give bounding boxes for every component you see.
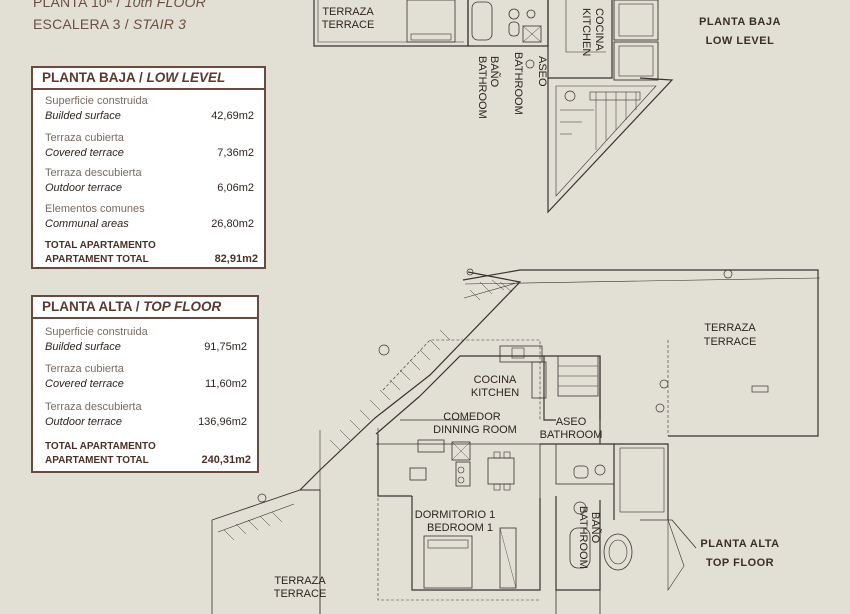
low-level-surface-card: PLANTA BAJA / LOW LEVEL Superficie const… — [31, 66, 266, 269]
room-terraza-bottom-en: TERRACE — [274, 588, 327, 600]
row-value: 7,36m2 — [217, 147, 254, 159]
row-label-es: Terraza descubierta — [45, 401, 142, 413]
row-value: 6,06m2 — [217, 182, 254, 194]
room-bath-low-es: BAÑO — [488, 56, 501, 88]
row-value: 91,75m2 — [204, 341, 247, 353]
low-row-outdoor: Terraza descubierta Outdoor terrace 6,06… — [45, 167, 254, 194]
room-terraza-right-en: TERRACE — [704, 336, 757, 348]
plan-label-en: TOP FLOOR — [705, 557, 775, 569]
room-aseo-en: BATHROOM — [540, 429, 603, 441]
stair-heading: ESCALERA 3 / STAIR 3 — [33, 16, 186, 32]
stair-heading-en: STAIR 3 — [132, 16, 187, 32]
low-level-plan — [313, 0, 674, 214]
row-label-en: Builded surface — [45, 110, 121, 122]
room-terrace-top-en: TERRACE — [322, 19, 375, 31]
top-floor-card-title: PLANTA ALTA / TOP FLOOR — [33, 297, 257, 319]
room-cocina-es: COCINA — [474, 374, 517, 386]
low-level-plan-label: PLANTA BAJA LOW LEVEL — [690, 13, 790, 51]
stair-heading-es: ESCALERA 3 / — [33, 16, 129, 32]
room-bano-es: BAÑO — [589, 512, 602, 544]
room-dormitorio-en: BEDROOM 1 — [427, 522, 493, 534]
row-label-en: Outdoor terrace — [45, 416, 123, 428]
top-total: TOTAL APARTAMENTO APARTAMENT TOTAL 240,3… — [45, 441, 251, 466]
top-title-en: TOP FLOOR — [143, 299, 222, 314]
room-bano-en: BATHROOM — [577, 506, 589, 569]
top-row-outdoor: Terraza descubierta Outdoor terrace 136,… — [45, 401, 247, 428]
room-kitchen-low-en: KITCHEN — [580, 8, 592, 56]
row-label-es: Elementos comunes — [45, 203, 145, 215]
row-value: 26,80m2 — [211, 218, 254, 230]
top-floor-plan-label: PLANTA ALTA TOP FLOOR — [685, 535, 795, 573]
room-terraza-right-es: TERRAZA — [704, 322, 756, 334]
row-label-en: Covered terrace — [45, 147, 124, 159]
plan-label-es: PLANTA ALTA — [700, 538, 780, 550]
room-aseo-low-es: ASEO — [536, 56, 548, 87]
low-total: TOTAL APARTAMENTO APARTAMENT TOTAL 82,91… — [45, 240, 258, 265]
room-bath-low-en: BATHROOM — [476, 56, 488, 119]
room-kitchen-low-es: COCINA — [593, 8, 605, 51]
floor-heading: PLANTA 10ª / 10th FLOOR — [33, 0, 206, 10]
total-label-es: TOTAL APARTAMENTO — [45, 240, 156, 251]
room-aseo-es: ASEO — [556, 416, 587, 428]
room-comedor-en: DINNING ROOM — [433, 424, 517, 436]
total-value: 82,91m2 — [214, 253, 258, 265]
row-label-en: Communal areas — [45, 218, 129, 230]
top-row-builded: Superficie construida Builded surface 91… — [45, 326, 247, 353]
row-label-en: Covered terrace — [45, 378, 124, 390]
low-level-title-en: LOW LEVEL — [146, 70, 226, 85]
room-dormitorio-es: DORMITORIO 1 — [415, 509, 495, 521]
total-label-es: TOTAL APARTAMENTO — [45, 441, 156, 452]
top-title-es: PLANTA ALTA — [42, 299, 132, 314]
top-row-covered: Terraza cubierta Covered terrace 11,60m2 — [45, 363, 247, 390]
floor-heading-en: 10th FLOOR — [124, 0, 206, 10]
row-label-es: Terraza descubierta — [45, 167, 142, 179]
row-value: 11,60m2 — [205, 378, 247, 390]
room-terrace-top-es: TERRAZA — [322, 6, 374, 18]
row-label-es: Superficie construida — [45, 95, 148, 107]
plan-label-es: PLANTA BAJA — [699, 16, 781, 28]
low-level-card-title: PLANTA BAJA / LOW LEVEL — [33, 68, 264, 90]
total-value: 240,31m2 — [201, 454, 251, 466]
top-floor-plan — [211, 268, 821, 614]
room-terraza-bottom-es: TERRAZA — [274, 575, 326, 587]
row-value: 136,96m2 — [198, 416, 247, 428]
low-row-builded: Superficie construida Builded surface 42… — [45, 95, 254, 122]
row-value: 42,69m2 — [211, 110, 254, 122]
floor-heading-es: PLANTA 10ª / — [33, 0, 121, 10]
room-comedor-es: COMEDOR — [443, 411, 501, 423]
low-row-covered: Terraza cubierta Covered terrace 7,36m2 — [45, 132, 254, 159]
row-label-en: Outdoor terrace — [45, 182, 123, 194]
total-label-en: APARTAMENT TOTAL — [45, 455, 149, 466]
top-floor-surface-card: PLANTA ALTA / TOP FLOOR Superficie const… — [31, 295, 259, 473]
row-label-es: Terraza cubierta — [45, 363, 124, 375]
room-aseo-low-en: BATHROOM — [512, 52, 524, 115]
row-label-en: Builded surface — [45, 341, 121, 353]
row-label-es: Superficie construida — [45, 326, 148, 338]
low-row-communal: Elementos comunes Communal areas 26,80m2 — [45, 203, 254, 230]
row-label-es: Terraza cubierta — [45, 132, 124, 144]
plan-label-en: LOW LEVEL — [705, 35, 775, 47]
total-label-en: APARTAMENT TOTAL — [45, 254, 149, 265]
low-level-title-es: PLANTA BAJA — [42, 70, 136, 85]
room-cocina-en: KITCHEN — [471, 387, 519, 399]
